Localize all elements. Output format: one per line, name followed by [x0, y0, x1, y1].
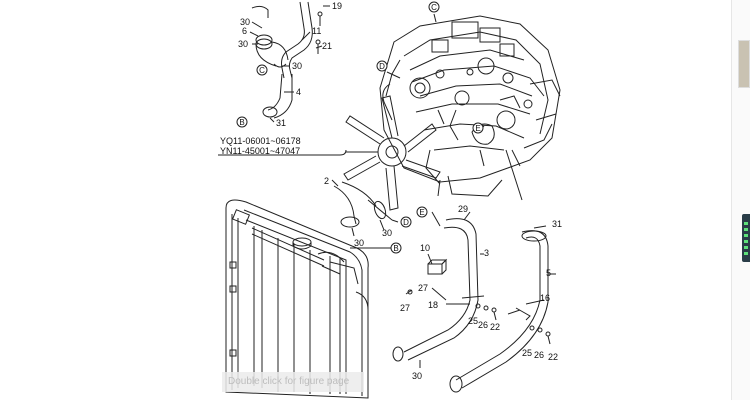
figure-page-hint[interactable]: Double click for figure page [222, 372, 364, 392]
lower-engine-hose [449, 225, 556, 393]
callout-30: 30 [292, 61, 302, 71]
side-panel-edge [731, 0, 750, 400]
serial-range-2: YN11-45001~47047 [220, 146, 300, 156]
callout-3: 3 [484, 248, 489, 258]
callout-27: 27 [418, 283, 428, 293]
callout-30: 30 [382, 228, 392, 238]
callout-27: 27 [400, 303, 410, 313]
callout-22: 22 [548, 352, 558, 362]
callout-22: 22 [490, 322, 500, 332]
reference-letter-e: E [475, 124, 480, 133]
engine-assembly [343, 13, 561, 211]
callout-5: 5 [546, 268, 551, 278]
reference-letter-b: B [239, 118, 244, 127]
serial-range-1: YQ11-06001~06178 [220, 136, 301, 146]
callout-25: 25 [468, 316, 478, 326]
callout-26: 26 [534, 350, 544, 360]
callout-30: 30 [240, 17, 250, 27]
reference-letter-b: B [393, 244, 398, 253]
callout-25: 25 [522, 348, 532, 358]
radiator-lower-hose [392, 211, 485, 362]
radiator [225, 199, 392, 399]
callout-16: 16 [540, 293, 550, 303]
reference-letter-c: C [431, 3, 437, 12]
reference-letter-d: D [379, 62, 385, 71]
callout-26: 26 [478, 320, 488, 330]
callout-30: 30 [412, 371, 422, 381]
reference-letter-e: E [419, 208, 424, 217]
upper-radiator-hose [331, 179, 399, 237]
upper-hose-assembly [218, 1, 347, 156]
reference-letter-c: C [259, 66, 265, 75]
side-widget-tab[interactable] [742, 214, 750, 262]
callout-2: 2 [324, 176, 329, 186]
callout-21: 21 [322, 41, 332, 51]
clamp-hardware [419, 303, 551, 368]
callout-31: 31 [552, 219, 562, 229]
callout-19: 19 [332, 1, 342, 11]
callout-10: 10 [420, 243, 430, 253]
callout-30: 30 [238, 39, 248, 49]
engine-thumbnail[interactable] [738, 40, 750, 88]
callout-31: 31 [276, 118, 286, 128]
callout-30: 30 [354, 238, 364, 248]
callout-29: 29 [458, 204, 468, 214]
reference-letters: C C D D B B E E [239, 3, 480, 253]
callout-18: 18 [428, 300, 438, 310]
callout-6: 6 [242, 26, 247, 36]
reference-letter-d: D [403, 218, 409, 227]
callout-4: 4 [296, 87, 301, 97]
callout-11: 11 [312, 26, 321, 36]
